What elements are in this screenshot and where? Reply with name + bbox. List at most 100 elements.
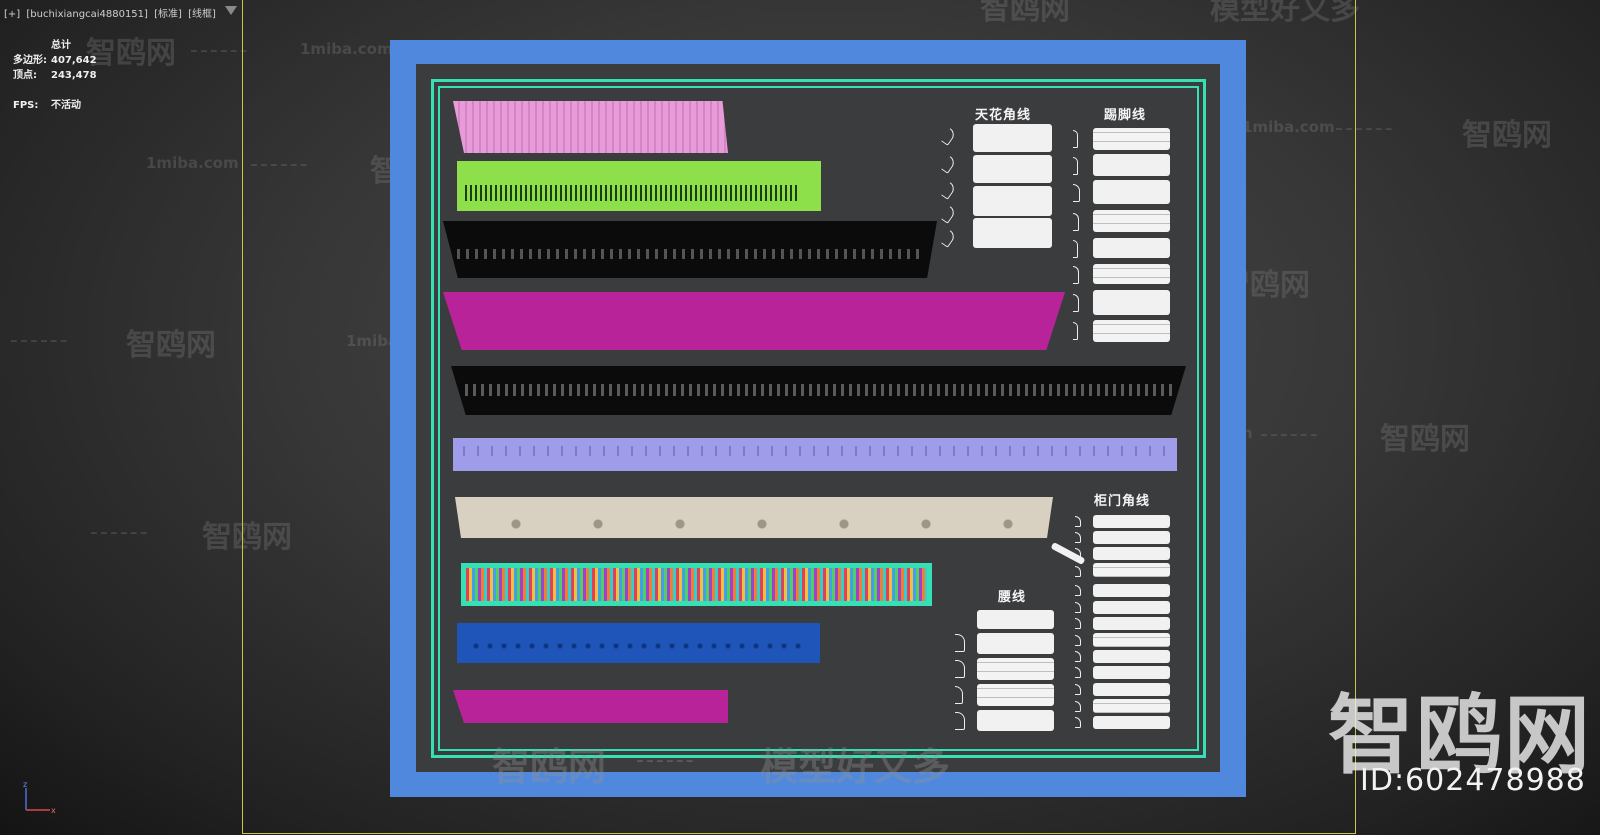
cabinet-molding-swatch[interactable] (1093, 584, 1170, 597)
frame-molding-outer[interactable] (431, 79, 1206, 758)
viewport-menu-button[interactable]: [+] (4, 9, 21, 20)
filter-icon[interactable] (225, 6, 237, 15)
watermark-dash: ------ (250, 152, 310, 177)
waist-molding-swatch[interactable] (977, 710, 1054, 731)
baseboard-swatch[interactable] (1093, 128, 1170, 150)
watermark-dash: ------ (636, 748, 696, 773)
cabinet-molding-swatch[interactable] (1093, 617, 1170, 630)
cabinet-profile-icon (1075, 618, 1081, 629)
brand-watermark: 智鸥网 (1328, 686, 1592, 786)
watermark-dash: ------ (90, 520, 150, 545)
ceiling-molding-swatch[interactable] (973, 186, 1052, 216)
cabinet-molding-swatch[interactable] (1093, 716, 1170, 729)
baseboard-swatch[interactable] (1093, 238, 1170, 258)
cabinet-profile-icon (1075, 651, 1081, 662)
cabinet-profile-icon (1075, 635, 1081, 646)
cabinet-profile-icon (1075, 532, 1081, 543)
molding-magenta-small[interactable] (453, 690, 728, 723)
baseboard-profile-icon (1073, 157, 1078, 175)
baseboard-profile-icon (1073, 213, 1079, 231)
watermark-url: 1miba.com (300, 40, 393, 58)
cabinet-molding-swatch[interactable] (1093, 666, 1170, 679)
cabinet-molding-swatch[interactable] (1093, 699, 1170, 713)
baseboard-profile-icon (1073, 266, 1079, 284)
cabinet-profile-icon (1075, 717, 1081, 728)
watermark-dash: ------ (10, 328, 70, 353)
cabinet-molding-swatch[interactable] (1093, 563, 1170, 577)
cabinet-profile-icon (1075, 516, 1081, 527)
cabinet-profile-icon (1075, 602, 1081, 613)
category-label-baseboard: 踢脚线 (1104, 108, 1147, 123)
baseboard-swatch[interactable] (1093, 210, 1170, 232)
molding-lavender[interactable] (453, 438, 1177, 471)
watermark: 智鸥网 (202, 520, 292, 555)
baseboard-swatch[interactable] (1093, 154, 1170, 176)
viewport-shading-label[interactable]: [线框] (188, 9, 216, 20)
cabinet-molding-swatch[interactable] (1093, 633, 1170, 647)
molding-pink[interactable] (453, 101, 728, 153)
cabinet-molding-swatch[interactable] (1093, 547, 1170, 560)
waist-molding-swatch[interactable] (977, 633, 1054, 654)
watermark: 智鸥网 (126, 328, 216, 363)
molding-green[interactable] (457, 161, 821, 211)
viewport-camera-label[interactable]: [buchixiangcai4880151] (26, 9, 148, 20)
waist-profile-icon (955, 634, 965, 652)
cabinet-molding-swatch[interactable] (1093, 531, 1170, 544)
stats-label: 顶点: (13, 70, 37, 81)
ceiling-molding-swatch[interactable] (973, 218, 1052, 248)
baseboard-swatch[interactable] (1093, 320, 1170, 342)
baseboard-swatch[interactable] (1093, 290, 1170, 315)
baseboard-profile-icon (1073, 130, 1078, 148)
molding-blue[interactable] (457, 623, 820, 663)
z-axis-label: z (23, 780, 27, 789)
cabinet-molding-swatch[interactable] (1093, 650, 1170, 663)
waist-molding-swatch[interactable] (977, 684, 1054, 706)
stats-label: 多边形: (13, 55, 47, 66)
watermark-dash: ------ (190, 38, 250, 63)
cabinet-molding-swatch[interactable] (1093, 683, 1170, 696)
category-label-waist: 腰线 (998, 590, 1027, 605)
cabinet-molding-swatch[interactable] (1093, 515, 1170, 528)
cabinet-profile-icon (1075, 566, 1081, 577)
watermark: 智鸥网 (492, 745, 607, 789)
stats-row-polygons: 多边形: 407,642 (13, 53, 97, 68)
cabinet-profile-icon (1075, 667, 1081, 678)
stats-row-vertices: 顶点: 243,478 (13, 68, 97, 83)
ceiling-molding-swatch[interactable] (973, 124, 1052, 152)
watermark-slogan: 模型好又多 (1210, 0, 1360, 27)
waist-molding-swatch[interactable] (977, 610, 1054, 629)
watermark-dash: ------ (1335, 116, 1395, 141)
watermark-url: 1miba.com (1242, 118, 1335, 136)
frame-molding-inner[interactable] (438, 86, 1199, 751)
fps-value: 不活动 (51, 100, 81, 111)
watermark-slogan: 模型好又多 (760, 745, 951, 789)
molding-black-dentil[interactable] (443, 221, 937, 278)
axis-gizmo: z x (23, 780, 56, 815)
viewport-label[interactable]: [+] [buchixiangcai4880151] [标准] [线框] (4, 5, 219, 20)
watermark-dash: ------ (1260, 422, 1320, 447)
cabinet-profile-icon (1075, 684, 1081, 695)
baseboard-profile-icon (1073, 322, 1078, 340)
stats-value: 243,478 (51, 70, 97, 81)
molding-black-ornate[interactable] (451, 366, 1186, 415)
cabinet-profile-icon (1075, 701, 1081, 712)
x-axis-label: x (51, 806, 56, 815)
molding-striped-multicolor[interactable] (461, 563, 932, 606)
baseboard-profile-icon (1073, 240, 1078, 258)
watermark-url: 1miba.com (146, 154, 239, 172)
waist-profile-icon (955, 712, 965, 730)
cabinet-profile-icon (1075, 585, 1081, 596)
baseboard-swatch[interactable] (1093, 180, 1170, 204)
id-watermark: ID:602478988 (1360, 763, 1586, 798)
cabinet-molding-swatch[interactable] (1093, 601, 1170, 614)
ceiling-molding-swatch[interactable] (973, 155, 1052, 183)
viewport-mode-label[interactable]: [标准] (154, 9, 182, 20)
fps-label: FPS: (13, 100, 39, 111)
baseboard-swatch[interactable] (1093, 264, 1170, 284)
molding-magenta-crown[interactable] (443, 292, 1065, 350)
molding-beige-bead[interactable] (455, 497, 1053, 538)
baseboard-profile-icon (1073, 294, 1079, 312)
waist-molding-swatch[interactable] (977, 658, 1054, 680)
stats-header: 总计 (51, 40, 71, 51)
